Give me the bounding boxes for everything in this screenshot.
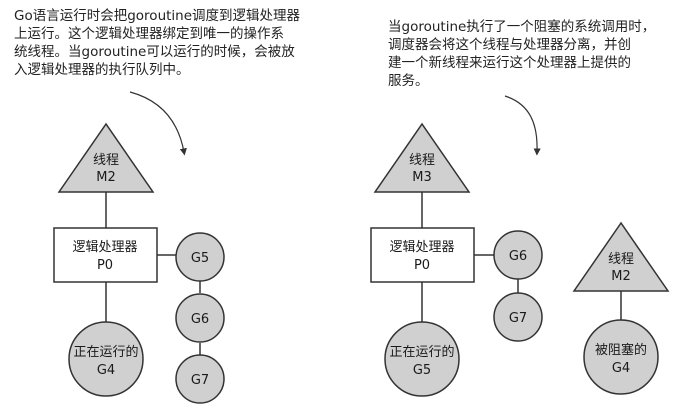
right-caption-line: 服务。 [388,73,429,89]
right-processor-id: P0 [414,258,430,273]
left-queue-goroutine: G7 [175,354,225,404]
right-detached-thread-triangle: 线程 M2 [572,221,670,292]
right-thread-label: 线程 [409,153,435,168]
right-caption-line: 调度器会将这个线程与处理器分离，并创 [388,37,631,53]
left-pointer-arrow [129,91,187,156]
right-detached-thread-label: 线程 [608,252,634,267]
right-caption-line: 当goroutine执行了一个阻塞的系统调用时， [388,19,656,35]
left-queue-goroutine: G6 [175,293,225,343]
right-thread-id: M3 [412,170,432,185]
left-running-goroutine: 正在运行的 G4 [68,321,144,397]
left-thread-id: M2 [96,170,116,185]
right-blocked-id: G4 [612,361,630,376]
right-blocked-goroutine: 被阻塞的 G4 [583,319,659,395]
left-caption-line: 上运行。这个逻辑处理器绑定到唯一的操作系 [14,26,284,42]
left-queue-label: G6 [191,312,209,327]
left-caption-line: 入逻辑处理器的执行队列中。 [14,62,190,78]
left-queue-label: G7 [191,373,209,388]
left-queue-goroutine: G5 [175,232,225,282]
right-blocked-label: 被阻塞的 [595,342,647,358]
left-thread-label: 线程 [93,153,119,168]
left-running-id: G4 [97,363,115,378]
right-caption-line: 建一个新线程来运行这个处理器上提供的 [388,55,631,71]
left-caption: Go语言运行时会把goroutine调度到逻辑处理器 上运行。这个逻辑处理器绑定… [14,7,300,79]
left-processor-box: 逻辑处理器 P0 [53,227,158,283]
right-detached-thread-id: M2 [611,269,631,284]
left-queue-label: G5 [191,251,209,266]
left-caption-line: 统线程。当goroutine可以运行的时候，会被放 [14,44,295,60]
left-thread-triangle: 线程 M2 [57,122,155,193]
right-running-label: 正在运行的 [389,344,454,360]
left-caption-line: Go语言运行时会把goroutine调度到逻辑处理器 [14,8,301,24]
left-processor-id: P0 [97,258,113,273]
right-running-goroutine: 正在运行的 G5 [384,321,460,397]
right-thread-triangle: 线程 M3 [373,122,471,193]
left-running-label: 正在运行的 [73,344,138,360]
right-pointer-arrow [504,95,541,156]
right-queue-label: G7 [509,311,527,326]
right-processor-label: 逻辑处理器 [389,240,454,255]
right-queue-goroutine: G7 [493,292,543,342]
right-running-id: G5 [413,363,431,378]
right-queue-label: G6 [509,249,527,264]
left-processor-label: 逻辑处理器 [72,240,137,255]
right-processor-box: 逻辑处理器 P0 [370,227,475,283]
right-queue-goroutine: G6 [493,230,543,280]
right-caption: 当goroutine执行了一个阻塞的系统调用时， 调度器会将这个线程与处理器分离… [388,18,655,90]
